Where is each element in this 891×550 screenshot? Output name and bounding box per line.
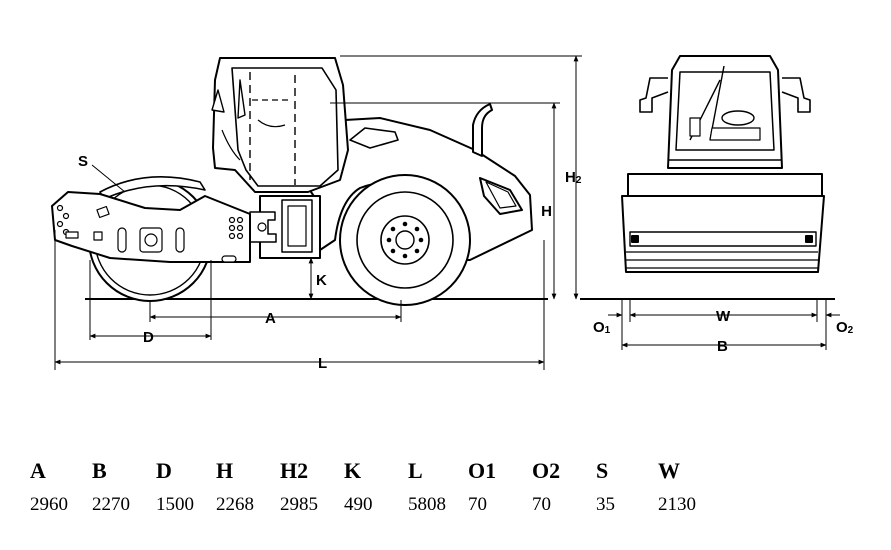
label-o2-sub: 2 bbox=[848, 325, 854, 336]
table-header: B bbox=[92, 458, 107, 483]
label-k: K bbox=[316, 272, 327, 289]
label-s: S bbox=[78, 153, 88, 170]
label-b: B bbox=[717, 338, 728, 355]
table-cell: 70 bbox=[468, 494, 487, 515]
label-w: W bbox=[716, 308, 731, 325]
label-l: L bbox=[318, 355, 327, 372]
label-o1-main: O bbox=[593, 319, 605, 336]
label-o1-sub: 1 bbox=[605, 325, 611, 336]
table-header: L bbox=[408, 458, 423, 483]
table-header: H2 bbox=[280, 458, 309, 483]
roller-dimension-drawing: S A D L K H H2 W B O1 O2 bbox=[51, 55, 854, 372]
table-cell: 70 bbox=[532, 494, 551, 515]
dimension-labels: S A D L K H H2 W B O1 O2 bbox=[78, 153, 854, 372]
label-o2: O2 bbox=[836, 319, 854, 336]
dimensions-table: A B D H H2 K L O1 O2 S W 2960 2270 1500 … bbox=[30, 458, 718, 524]
table-row: 2960 2270 1500 2268 2985 490 5808 70 70 … bbox=[30, 494, 718, 524]
table-cell: 2985 bbox=[280, 494, 318, 515]
table-cell: 2270 bbox=[92, 494, 130, 515]
dimension-lines bbox=[54, 55, 840, 370]
table-cell: 2960 bbox=[30, 494, 68, 515]
label-h: H bbox=[541, 203, 552, 220]
table-header: O1 bbox=[468, 458, 497, 483]
table-cell: 1500 bbox=[156, 494, 194, 515]
label-o2-main: O bbox=[836, 319, 848, 336]
table-header: H bbox=[216, 458, 234, 483]
label-d: D bbox=[143, 329, 154, 346]
table-header: O2 bbox=[532, 458, 561, 483]
table-header: K bbox=[344, 458, 362, 483]
label-o1: O1 bbox=[593, 319, 611, 336]
table-cell: 5808 bbox=[408, 494, 446, 515]
label-h2: H2 bbox=[565, 169, 582, 186]
table-header-row: A B D H H2 K L O1 O2 S W bbox=[30, 458, 718, 494]
table-cell: 35 bbox=[596, 494, 615, 515]
table-header: A bbox=[30, 458, 46, 483]
label-h2-sub: 2 bbox=[576, 175, 582, 186]
table-header: S bbox=[596, 458, 609, 483]
table-cell: 490 bbox=[344, 494, 373, 515]
table-cell: 2130 bbox=[658, 494, 696, 515]
label-h2-main: H bbox=[565, 169, 576, 186]
table-header: W bbox=[658, 458, 680, 483]
table-cell: 2268 bbox=[216, 494, 254, 515]
roller-side-view bbox=[51, 57, 533, 306]
roller-front-view bbox=[621, 55, 825, 273]
label-a: A bbox=[265, 310, 276, 327]
table-header: D bbox=[156, 458, 172, 483]
